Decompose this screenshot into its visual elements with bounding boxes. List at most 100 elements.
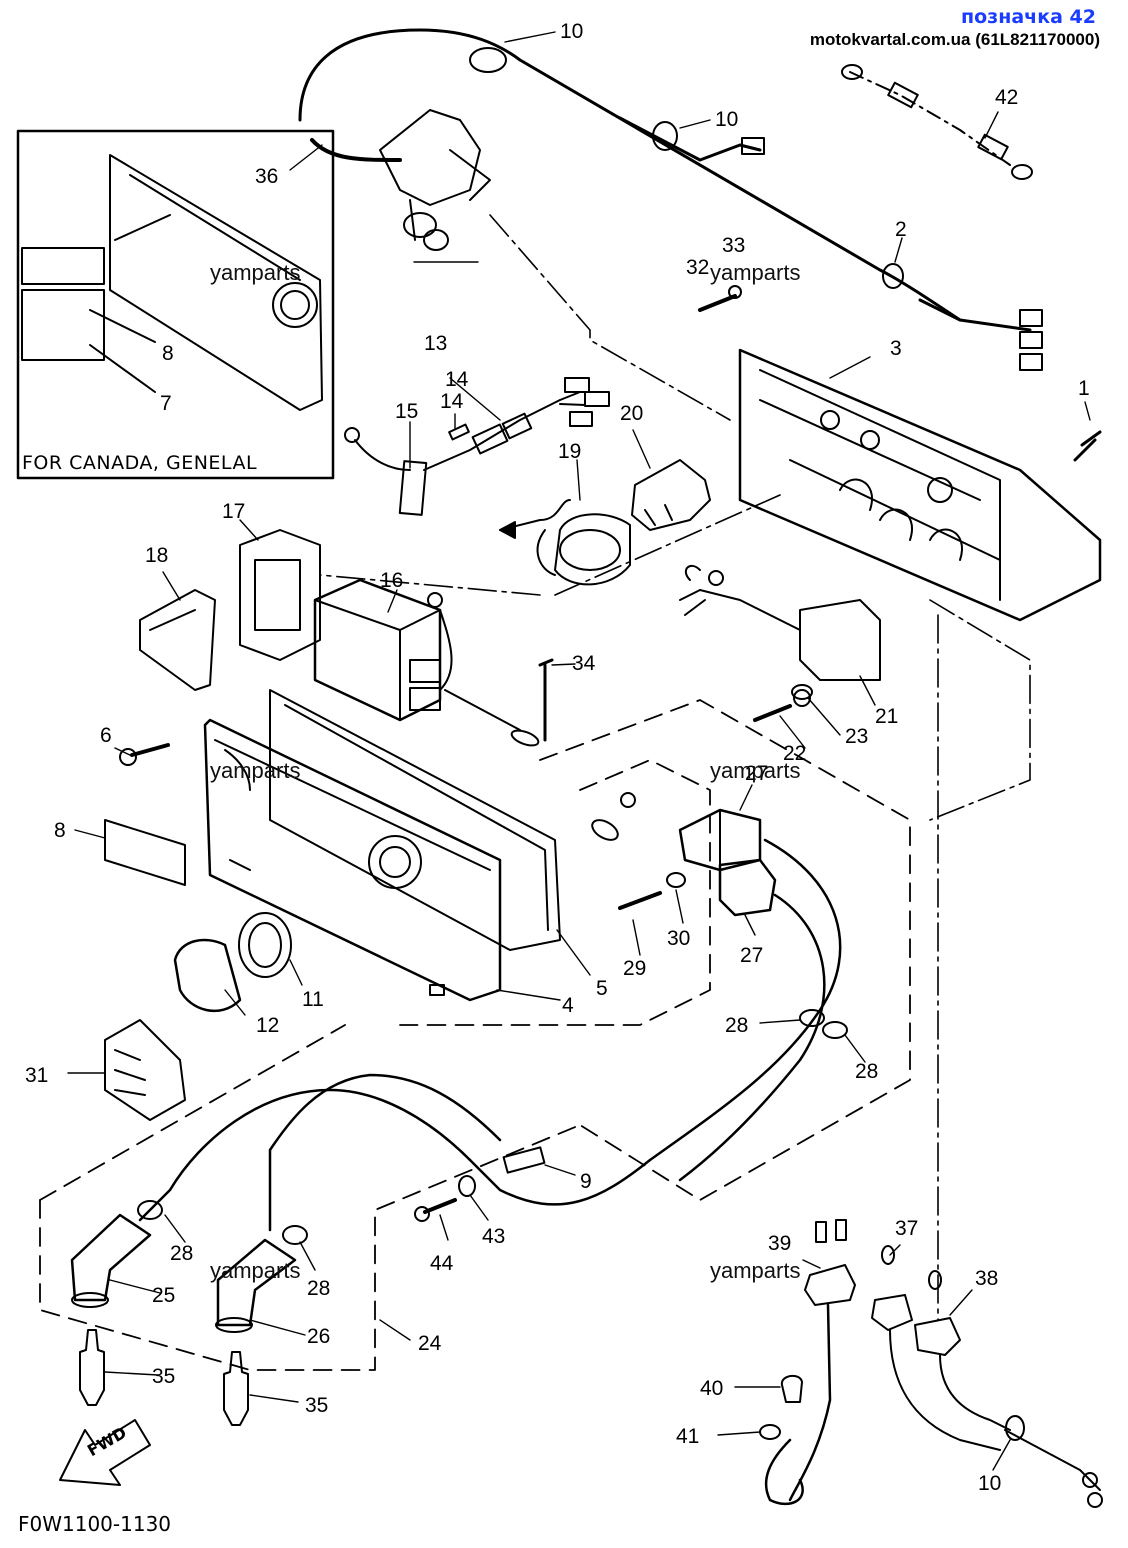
callout-2: 2 [895, 218, 907, 241]
collar-43 [458, 1175, 476, 1197]
plug-cap-26 [216, 1238, 297, 1327]
holder-31 [104, 1019, 186, 1121]
callout-28: 28 [307, 1277, 330, 1300]
ground-wire-42 [849, 71, 1011, 166]
callout-5: 5 [596, 977, 608, 1000]
callout-28: 28 [170, 1242, 193, 1265]
diagram-code: F0W1100-1130 [18, 1512, 172, 1536]
bolt-22 [753, 704, 792, 722]
watermark: yamparts [210, 260, 301, 285]
coil-27b [718, 858, 777, 917]
inset-caption: FOR CANADA, GENELAL [22, 452, 258, 474]
callout-12: 12 [256, 1014, 279, 1037]
cdi-unit-16 [313, 578, 442, 722]
watermark: yamparts [710, 260, 801, 285]
grommet-40 [780, 1374, 803, 1403]
callout-36: 36 [255, 165, 278, 188]
callout-35: 35 [152, 1365, 175, 1388]
watermark: yamparts [710, 758, 801, 783]
callout-7: 7 [160, 392, 172, 415]
callout-30: 30 [667, 927, 690, 950]
inset-cover [109, 154, 323, 411]
callout-25: 25 [152, 1284, 175, 1307]
position-label: позначка 42 [961, 6, 1096, 28]
switch-37 [871, 1294, 913, 1331]
fwd-arrow [59, 1419, 151, 1486]
gasket-5 [269, 689, 561, 951]
callout-1: 1 [1078, 377, 1090, 400]
bolt-1 [1073, 430, 1102, 462]
callout-28: 28 [855, 1060, 878, 1083]
callout-29: 29 [623, 957, 646, 980]
site-reference: motokvartal.com.ua (61L821170000) [809, 30, 1100, 49]
callout-9: 9 [580, 1170, 592, 1193]
callout-17: 17 [222, 500, 245, 523]
callout-43: 43 [482, 1225, 505, 1248]
inset-label-plate-2 [21, 289, 105, 361]
callout-10: 10 [560, 20, 583, 43]
clamp-28b [282, 1225, 308, 1245]
inset-frame [16, 129, 335, 480]
callout-27: 27 [740, 944, 763, 967]
label-8 [104, 819, 186, 886]
callout-6: 6 [100, 724, 112, 747]
callout-39: 39 [768, 1232, 791, 1255]
electrical-box [738, 348, 1102, 622]
watermark: yamparts [710, 1258, 801, 1283]
watermark: yamparts [210, 758, 301, 783]
spark-plug-35b [223, 1351, 249, 1426]
switch-39 [804, 1264, 856, 1306]
callout-10: 10 [978, 1472, 1001, 1495]
callout-35: 35 [305, 1394, 328, 1417]
callout-13: 13 [424, 332, 447, 355]
holder-18 [139, 589, 216, 691]
bolt-44 [423, 1198, 457, 1214]
callout-18: 18 [145, 544, 168, 567]
callout-20: 20 [620, 402, 643, 425]
callout-21: 21 [875, 705, 898, 728]
callout-34: 34 [572, 652, 596, 675]
callout-23: 23 [845, 725, 868, 748]
callout-37: 37 [895, 1217, 918, 1240]
callout-38: 38 [975, 1267, 998, 1290]
callout-11: 11 [302, 988, 324, 1011]
callout-14: 14 [445, 368, 469, 391]
inset-label-plate-1 [21, 247, 105, 285]
callout-19: 19 [558, 440, 581, 463]
plug-cap-25 [70, 1213, 152, 1302]
callout-24: 24 [418, 1332, 442, 1355]
callout-42: 42 [995, 86, 1018, 109]
seal-11 [238, 912, 292, 978]
callout-28: 28 [725, 1014, 748, 1037]
watermark: yamparts [210, 1258, 301, 1283]
switch-19 [554, 513, 631, 586]
callout-3: 3 [890, 337, 902, 360]
switch-38 [914, 1317, 961, 1356]
main-harness [298, 28, 962, 322]
pin-34 [538, 658, 554, 742]
relay-21 [799, 599, 881, 681]
callout-10: 10 [715, 108, 738, 131]
callout-22: 22 [783, 742, 806, 765]
callout-31: 31 [25, 1064, 48, 1087]
callout-8: 8 [162, 342, 174, 365]
callout-8: 8 [54, 819, 66, 842]
sleeve-9 [502, 1146, 546, 1174]
callout-41: 41 [676, 1425, 699, 1448]
callout-32: 32 [686, 256, 709, 279]
spark-plug-35a [79, 1329, 105, 1406]
callout-27: 27 [745, 762, 768, 785]
bolt-6 [130, 743, 170, 757]
terminal-15 [398, 460, 428, 516]
callout-14: 14 [440, 390, 464, 413]
callout-4: 4 [562, 994, 574, 1017]
callout-40: 40 [700, 1377, 723, 1400]
callout-26: 26 [307, 1325, 330, 1348]
relay-20 [631, 459, 711, 531]
bracket-17 [239, 529, 321, 661]
bolt-32 [698, 294, 737, 312]
clamp-28a [137, 1200, 163, 1220]
callout-16: 16 [380, 569, 403, 592]
callout-33: 33 [722, 234, 745, 257]
